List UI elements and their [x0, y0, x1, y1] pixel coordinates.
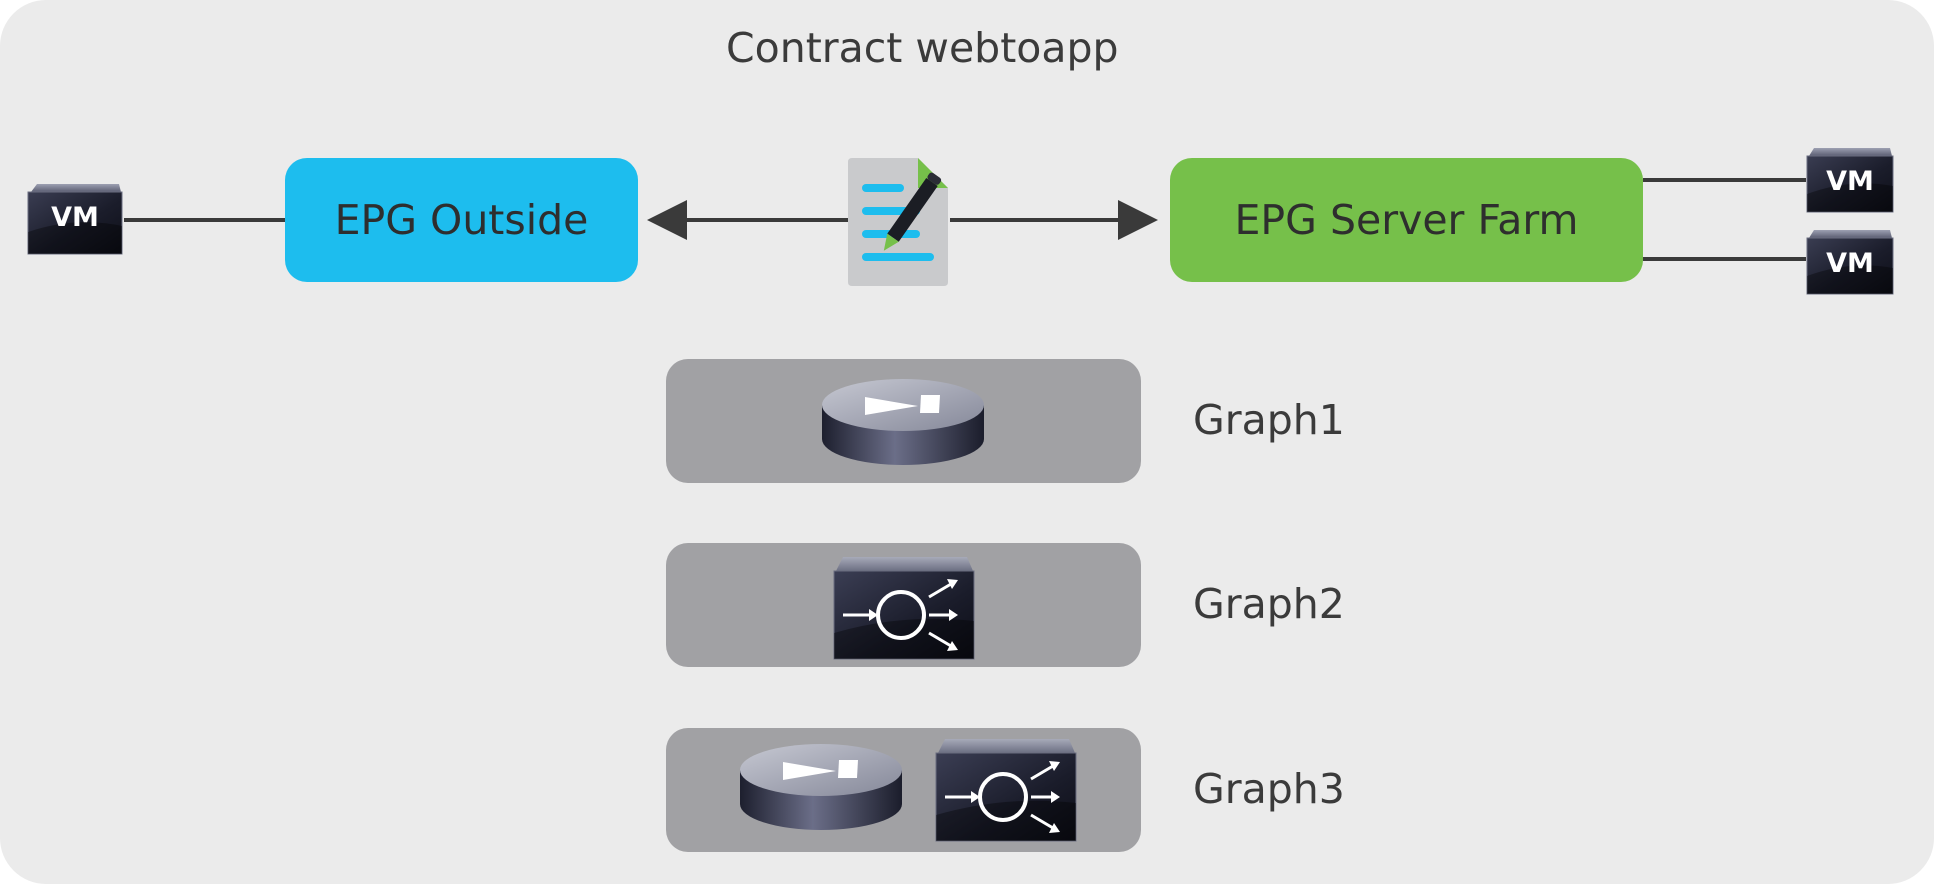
- vm-label: VM: [1826, 166, 1874, 197]
- load-balancer-icon: [833, 555, 975, 661]
- contract-title: Contract webtoapp: [726, 24, 1119, 72]
- contract-document-pen-icon: [846, 156, 956, 288]
- vm-icon: [1806, 148, 1894, 213]
- vm-label: VM: [1826, 248, 1874, 279]
- vm-right-top: VM: [1806, 146, 1894, 216]
- graph1-box: [666, 359, 1141, 483]
- graph3-box: [666, 728, 1141, 852]
- vm-left: VM: [27, 182, 123, 255]
- epg-server-farm: EPG Server Farm: [1170, 158, 1643, 282]
- vm-right-bottom: VM: [1806, 228, 1894, 298]
- firewall-icon: [738, 740, 904, 834]
- load-balancer-icon: [935, 737, 1077, 843]
- graph1-label: Graph1: [1193, 396, 1345, 444]
- graph2-box: [666, 543, 1141, 667]
- firewall-icon: [820, 375, 986, 469]
- graph3-label: Graph3: [1193, 765, 1345, 813]
- vm-icon: [1806, 230, 1894, 295]
- vm-label: VM: [51, 202, 99, 233]
- epg-outside: EPG Outside: [285, 158, 638, 282]
- vm-icon: [27, 184, 123, 255]
- graph2-label: Graph2: [1193, 580, 1345, 628]
- epg-server-farm-label: EPG Server Farm: [1234, 196, 1579, 244]
- epg-outside-label: EPG Outside: [334, 196, 589, 244]
